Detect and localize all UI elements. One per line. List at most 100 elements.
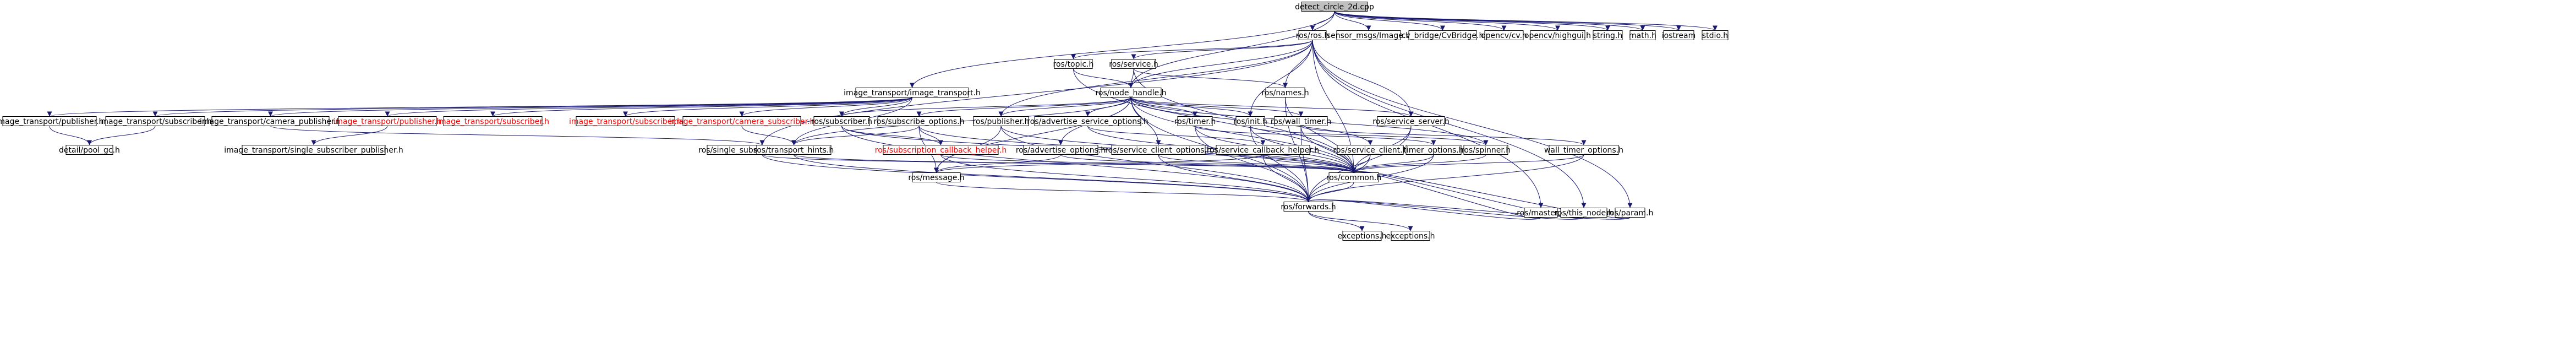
node-box bbox=[1629, 30, 1656, 40]
edge-line bbox=[1306, 182, 1354, 202]
node-master[interactable]: ros/master.h bbox=[1517, 208, 1565, 218]
node-advopt[interactable]: ros/advertise_options.h bbox=[1016, 145, 1106, 155]
node-topic[interactable]: ros/topic.h bbox=[1053, 59, 1094, 69]
node-itcamsub[interactable]: image_transport/camera_subscriber.h bbox=[669, 116, 815, 127]
node-service[interactable]: ros/service.h bbox=[1109, 59, 1158, 69]
node-srvserver[interactable]: ros/service_server.h bbox=[1372, 116, 1450, 127]
node-cvb[interactable]: cv_bridge/CvBridge.h bbox=[1402, 30, 1484, 41]
node-rpub[interactable]: ros/publisher.h bbox=[972, 116, 1030, 127]
node-hgui[interactable]: opencv/highgui.h bbox=[1524, 30, 1591, 41]
node-label: image_transport/publisher.h bbox=[333, 117, 441, 126]
node-ios[interactable]: iostream bbox=[1662, 30, 1696, 41]
node-rsubopt[interactable]: ros/subscribe_options.h bbox=[873, 116, 965, 127]
node-spinner[interactable]: ros/spinner.h bbox=[1461, 145, 1511, 155]
edge-line bbox=[1334, 11, 1645, 31]
node-rsub[interactable]: ros/subscriber.h bbox=[811, 116, 872, 127]
edge-line bbox=[1130, 97, 1357, 173]
node-box bbox=[1034, 116, 1141, 126]
node-label: ros/subscriber.h bbox=[811, 117, 872, 126]
edge-service-to-names bbox=[1133, 68, 1288, 88]
nodes-layer: detect_circle_2d.cppros/ros.hsensor_msgs… bbox=[0, 2, 1729, 241]
edge-line bbox=[1158, 154, 1357, 173]
node-box bbox=[1391, 231, 1430, 241]
edge-line bbox=[910, 11, 1335, 88]
node-exc2[interactable]: exceptions.h bbox=[1386, 231, 1435, 241]
node-it[interactable]: image_transport/image_transport.h bbox=[844, 88, 981, 98]
node-thisnode[interactable]: ros/this_node.h bbox=[1555, 208, 1614, 218]
edge-line bbox=[1130, 97, 1161, 145]
node-box bbox=[1328, 172, 1379, 182]
node-init[interactable]: ros/init.h bbox=[1233, 116, 1267, 127]
node-box bbox=[1377, 116, 1445, 126]
node-box bbox=[1274, 116, 1328, 126]
node-box bbox=[813, 116, 870, 126]
edge-line bbox=[1262, 154, 1311, 202]
edge-srvcb-to-message bbox=[934, 154, 1264, 173]
edge-line bbox=[1285, 97, 1357, 173]
node-subcb[interactable]: ros/subscription_callback_helper.h bbox=[875, 145, 1007, 155]
node-box bbox=[1593, 30, 1623, 40]
edge-line bbox=[916, 97, 1131, 117]
node-box bbox=[211, 116, 330, 126]
node-nh[interactable]: ros/node_handle.h bbox=[1095, 88, 1167, 98]
node-box bbox=[1702, 30, 1729, 40]
node-itpub[interactable]: image_transport/publisher.h bbox=[0, 116, 104, 127]
node-message[interactable]: ros/message.h bbox=[908, 172, 965, 183]
node-box bbox=[1484, 30, 1524, 40]
node-common[interactable]: ros/common.h bbox=[1326, 172, 1381, 183]
node-advsrvopt[interactable]: ros/advertise_service_options.h bbox=[1027, 116, 1148, 127]
edge-ros-to-rpub bbox=[998, 40, 1313, 117]
node-timeropt[interactable]: timer_options.h bbox=[1403, 145, 1464, 155]
node-scopt[interactable]: ros/service_client_options.h bbox=[1105, 145, 1212, 155]
node-label: image_transport/camera_subscriber.h bbox=[669, 117, 815, 126]
node-itsub2[interactable]: image_transport/subscriber.h bbox=[436, 116, 549, 127]
node-str[interactable]: string.h bbox=[1593, 30, 1623, 41]
edge-line bbox=[794, 154, 1311, 202]
node-rth[interactable]: ros/transport_hints.h bbox=[754, 145, 834, 155]
node-itsub3[interactable]: image_transport/subscriber.h bbox=[569, 116, 682, 127]
node-walltimeropt[interactable]: wall_timer_options.h bbox=[1544, 145, 1623, 155]
edge-line bbox=[1262, 154, 1357, 173]
node-ros[interactable]: ros/ros.h bbox=[1296, 30, 1330, 41]
node-label: ros/this_node.h bbox=[1555, 209, 1614, 218]
edge-walltimeropt-to-common bbox=[1351, 154, 1584, 173]
node-cv[interactable]: opencv/cv.h bbox=[1481, 30, 1527, 41]
edge-line bbox=[1158, 154, 1311, 202]
node-label: stdio.h bbox=[1702, 31, 1728, 40]
edge-line bbox=[1133, 68, 1288, 88]
node-forwards[interactable]: ros/forwards.h bbox=[1281, 202, 1336, 212]
edge-line bbox=[998, 40, 1313, 117]
node-timer[interactable]: ros/timer.h bbox=[1174, 116, 1216, 127]
node-itpub2[interactable]: image_transport/publisher.h bbox=[333, 116, 442, 127]
edge-nh-to-rsub bbox=[839, 97, 1131, 117]
edge-line bbox=[1334, 11, 1560, 31]
node-dpgc[interactable]: detail/pool_gc.h bbox=[59, 145, 120, 155]
edge-nh-to-walltimer bbox=[1130, 97, 1304, 117]
edge-line bbox=[1334, 11, 1610, 31]
node-smi[interactable]: sensor_msgs/Image.h bbox=[1327, 30, 1410, 41]
edge-line bbox=[1248, 40, 1313, 117]
edge-nh-to-timer bbox=[1130, 97, 1197, 117]
edge-line bbox=[623, 97, 912, 117]
edge-advsrvopt-to-srvcb bbox=[1087, 126, 1266, 145]
node-label: exceptions.h bbox=[1386, 232, 1435, 241]
node-label: ros/subscription_callback_helper.h bbox=[875, 146, 1007, 155]
edge-line bbox=[49, 126, 92, 145]
node-srvclient[interactable]: ros/service_client.h bbox=[1333, 145, 1408, 155]
node-stdio[interactable]: stdio.h bbox=[1702, 30, 1729, 41]
node-label: math.h bbox=[1629, 31, 1656, 40]
node-box bbox=[877, 116, 961, 126]
node-param[interactable]: ros/param.h bbox=[1607, 208, 1654, 218]
node-math[interactable]: math.h bbox=[1629, 30, 1656, 41]
node-itsspub[interactable]: image_transport/single_subscriber_publis… bbox=[224, 145, 403, 155]
node-itcampub[interactable]: image_transport/camera_publisher.h bbox=[200, 116, 341, 127]
node-label: ros/service_server.h bbox=[1372, 117, 1450, 126]
node-walltimer[interactable]: ros/wall_timer.h bbox=[1271, 116, 1331, 127]
node-names[interactable]: ros/names.h bbox=[1261, 88, 1309, 98]
edge-line bbox=[1334, 11, 1445, 31]
edge-line bbox=[1300, 126, 1587, 145]
node-srvcb[interactable]: ros/service_callback_helper.h bbox=[1207, 145, 1319, 155]
node-itsub[interactable]: image_transport/subscriber.h bbox=[99, 116, 212, 127]
edge-root-to-cvb bbox=[1334, 11, 1445, 31]
node-exc1[interactable]: exceptions.h bbox=[1337, 231, 1387, 241]
